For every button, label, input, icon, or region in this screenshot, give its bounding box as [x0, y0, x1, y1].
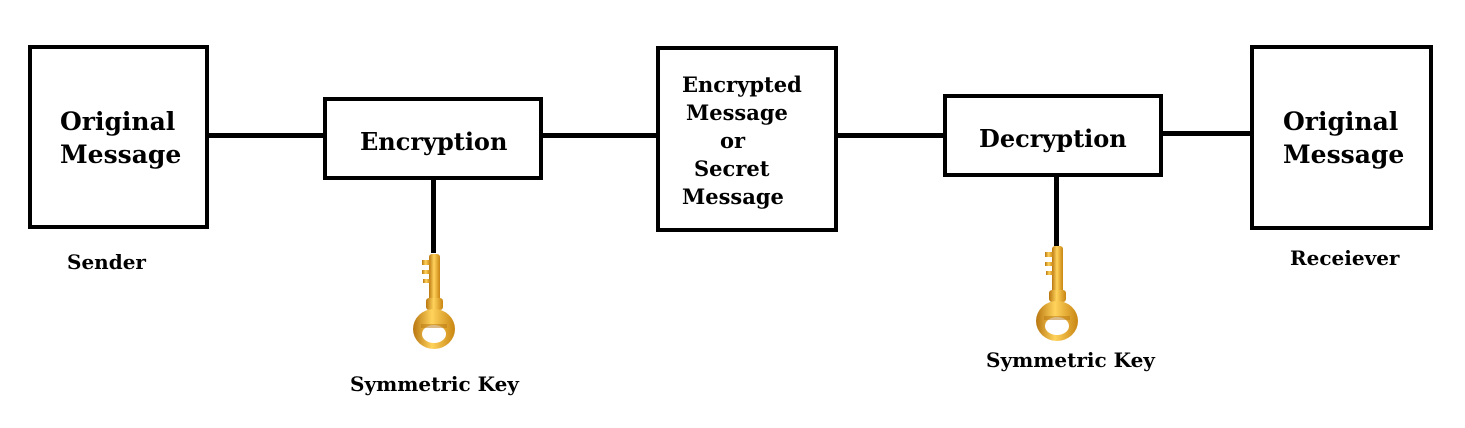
sender-original-message-box: Original Message	[28, 45, 209, 229]
encrypted-line-4: Secret	[694, 156, 770, 181]
decryption-box: Decryption	[943, 94, 1163, 177]
connector-encrypted-decryption	[836, 133, 945, 138]
encrypted-line-3: or	[720, 128, 746, 153]
connector-sender-encryption	[206, 133, 326, 138]
receiver-box-line-1: Original	[1283, 107, 1399, 136]
key-icon	[413, 254, 455, 349]
receiver-box-line-2: Message	[1283, 140, 1405, 169]
decryption-key-caption: Symmetric Key	[986, 348, 1155, 372]
decryption-label: Decryption	[979, 124, 1127, 153]
encryption-box: Encryption	[323, 97, 543, 180]
receiver-original-message-box: Original Message	[1250, 45, 1433, 230]
sender-caption: Sender	[67, 250, 146, 274]
connector-decryption-receiver	[1160, 131, 1253, 136]
encryption-key-caption: Symmetric Key	[350, 372, 519, 396]
encrypted-line-5: Message	[682, 184, 784, 209]
encrypted-message-box: Encrypted Message or Secret Message	[656, 46, 838, 232]
connector-decryption-key	[1054, 174, 1059, 246]
key-icon	[1036, 246, 1078, 341]
receiver-caption: Receiever	[1290, 246, 1400, 270]
encrypted-line-1: Encrypted	[682, 72, 802, 97]
sender-box-line-2: Message	[60, 140, 182, 169]
sender-box-line-1: Original	[60, 107, 176, 136]
connector-encryption-encrypted	[541, 133, 659, 138]
encrypted-line-2: Message	[686, 100, 788, 125]
encryption-label: Encryption	[360, 127, 508, 156]
connector-encryption-key	[431, 177, 436, 253]
